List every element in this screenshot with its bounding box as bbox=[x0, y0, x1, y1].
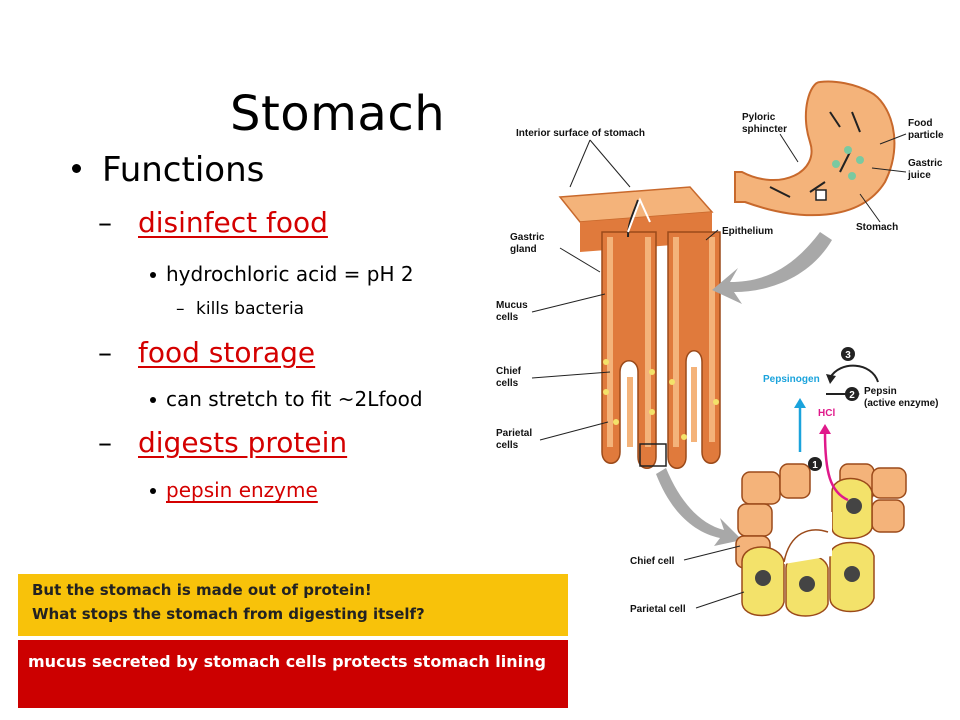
label-epithelium: Epithelium bbox=[722, 226, 773, 237]
answer-box: mucus secreted by stomach cells protects… bbox=[18, 640, 568, 708]
label-pyloric-2: sphincter bbox=[742, 124, 787, 135]
label-parietal-cell: Parietal cell bbox=[630, 604, 686, 615]
hcl-arrow bbox=[823, 431, 849, 502]
label-mucus-1: Mucus bbox=[496, 300, 528, 311]
bullet-food-storage-label[interactable]: food storage bbox=[138, 336, 316, 369]
bullet-functions-label: Functions bbox=[102, 150, 265, 190]
dash-glyph: – bbox=[98, 426, 112, 459]
bullet-dot bbox=[150, 397, 156, 403]
label-food-1: Food bbox=[908, 118, 932, 129]
label-gastric-juice-2: juice bbox=[907, 170, 931, 181]
label-gastric-gland-2: gland bbox=[510, 244, 537, 255]
svg-text:1: 1 bbox=[812, 460, 818, 471]
label-food-2: particle bbox=[908, 130, 944, 141]
bullet-digests-protein-label[interactable]: digests protein bbox=[138, 426, 348, 459]
label-hcl: HCl bbox=[818, 408, 835, 419]
stomach-illustration bbox=[734, 80, 896, 217]
bullet-kills-bacteria-label: kills bacteria bbox=[196, 299, 305, 319]
label-pepsinogen: Pepsinogen bbox=[763, 374, 820, 385]
grey-arrow-bottom bbox=[656, 468, 742, 546]
label-chief-cell: Chief cell bbox=[630, 556, 675, 567]
grey-arrow-top bbox=[712, 232, 832, 304]
label-parietal-1: Parietal bbox=[496, 428, 532, 439]
question-line-2: What stops the stomach from digesting it… bbox=[32, 605, 425, 623]
question-box: But the stomach is made out of protein! … bbox=[18, 574, 568, 636]
label-stomach: Stomach bbox=[856, 222, 898, 233]
label-pepsin-2: (active enzyme) bbox=[864, 398, 938, 409]
svg-text:3: 3 bbox=[845, 350, 851, 361]
question-line-1: But the stomach is made out of protein! bbox=[32, 581, 372, 599]
bullet-pepsin-enzyme-label[interactable]: pepsin enzyme bbox=[166, 478, 318, 502]
autocatalysis-arrow bbox=[829, 364, 879, 383]
label-chief-2: cells bbox=[496, 378, 519, 389]
label-pepsin-1: Pepsin bbox=[864, 386, 897, 397]
bullet-dot bbox=[150, 488, 156, 494]
label-gastric-gland-1: Gastric bbox=[510, 232, 545, 243]
step-3-badge: 3 bbox=[841, 347, 855, 361]
bullet-disinfect-food-label[interactable]: disinfect food bbox=[138, 206, 328, 239]
step-1-badge: 1 bbox=[808, 457, 822, 471]
bullet-dot bbox=[150, 272, 156, 278]
label-pyloric-1: Pyloric bbox=[742, 112, 776, 123]
label-mucus-2: cells bbox=[496, 312, 519, 323]
stomach-diagram: Pyloric sphincter Food particle Gastric … bbox=[496, 80, 944, 617]
bullet-dot bbox=[72, 164, 81, 173]
dash-glyph: – bbox=[98, 206, 112, 239]
label-parietal-2: cells bbox=[496, 440, 519, 451]
step-2-badge: 2 bbox=[845, 387, 859, 401]
answer-text: mucus secreted by stomach cells protects… bbox=[28, 652, 546, 671]
dash-glyph: – bbox=[176, 299, 185, 319]
svg-text:2: 2 bbox=[849, 390, 855, 401]
label-gastric-juice-1: Gastric bbox=[908, 158, 943, 169]
dash-glyph: – bbox=[98, 336, 112, 369]
bullet-stretch-label: can stretch to fit ~2Lfood bbox=[166, 387, 423, 411]
cell-cluster-illustration bbox=[735, 463, 907, 617]
slide-title: Stomach bbox=[230, 86, 446, 142]
bullet-hydrochloric-acid-label: hydrochloric acid = pH 2 bbox=[166, 262, 414, 286]
label-chief-1: Chief bbox=[496, 366, 522, 377]
gastric-pit-illustration bbox=[558, 186, 721, 469]
label-interior-surface: Interior surface of stomach bbox=[516, 128, 645, 139]
